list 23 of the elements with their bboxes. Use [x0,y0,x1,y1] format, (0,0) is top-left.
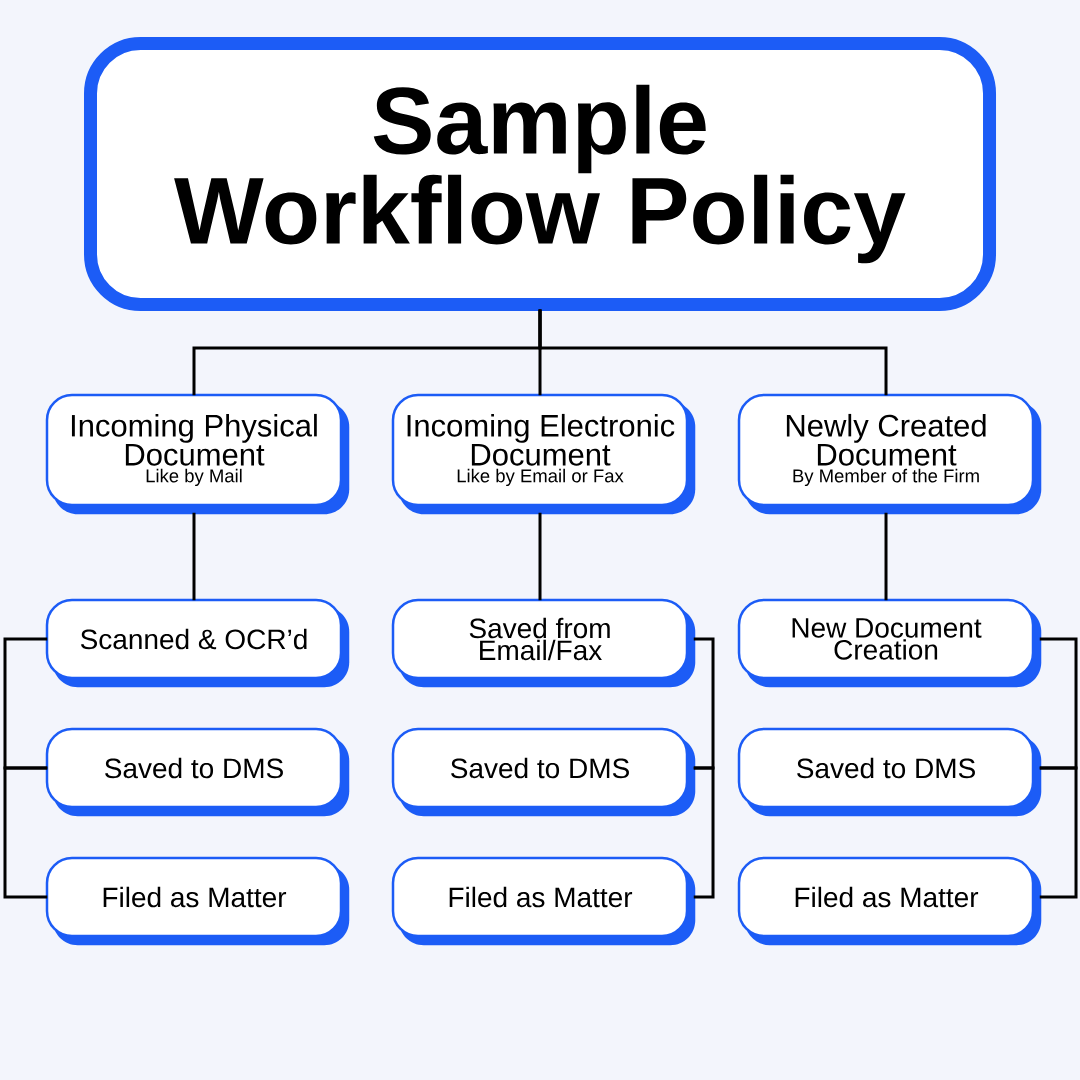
process-box: Filed as Matter [391,856,696,946]
process-box: Scanned & OCR’d [45,598,350,688]
connector-line [1039,766,1078,899]
connector-line [538,512,542,601]
title-box: Sample Workflow Policy [84,37,996,311]
process-box: New Document Creation [737,598,1042,688]
connector-line [192,512,196,601]
connector-line [693,766,715,899]
connector-line [538,309,888,396]
process-box: Filed as Matter [45,856,350,946]
process-box: Saved to DMS [45,727,350,817]
connector-line [3,766,48,899]
process-box: Saved to DMS [737,727,1042,817]
connector-line [884,512,888,601]
category-box: Incoming Electronic Document Like by Email or Fax [391,393,696,515]
category-box: Newly Created Document By Member of the Firm [737,393,1042,515]
connector-line [1039,637,1078,770]
process-box: Saved to DMS [391,727,696,817]
process-box: Saved from Email/Fax [391,598,696,688]
connector-line [3,637,48,770]
connector-line [693,637,715,770]
category-box: Incoming Physical Document Like by Mail [45,393,350,515]
process-box: Filed as Matter [737,856,1042,946]
